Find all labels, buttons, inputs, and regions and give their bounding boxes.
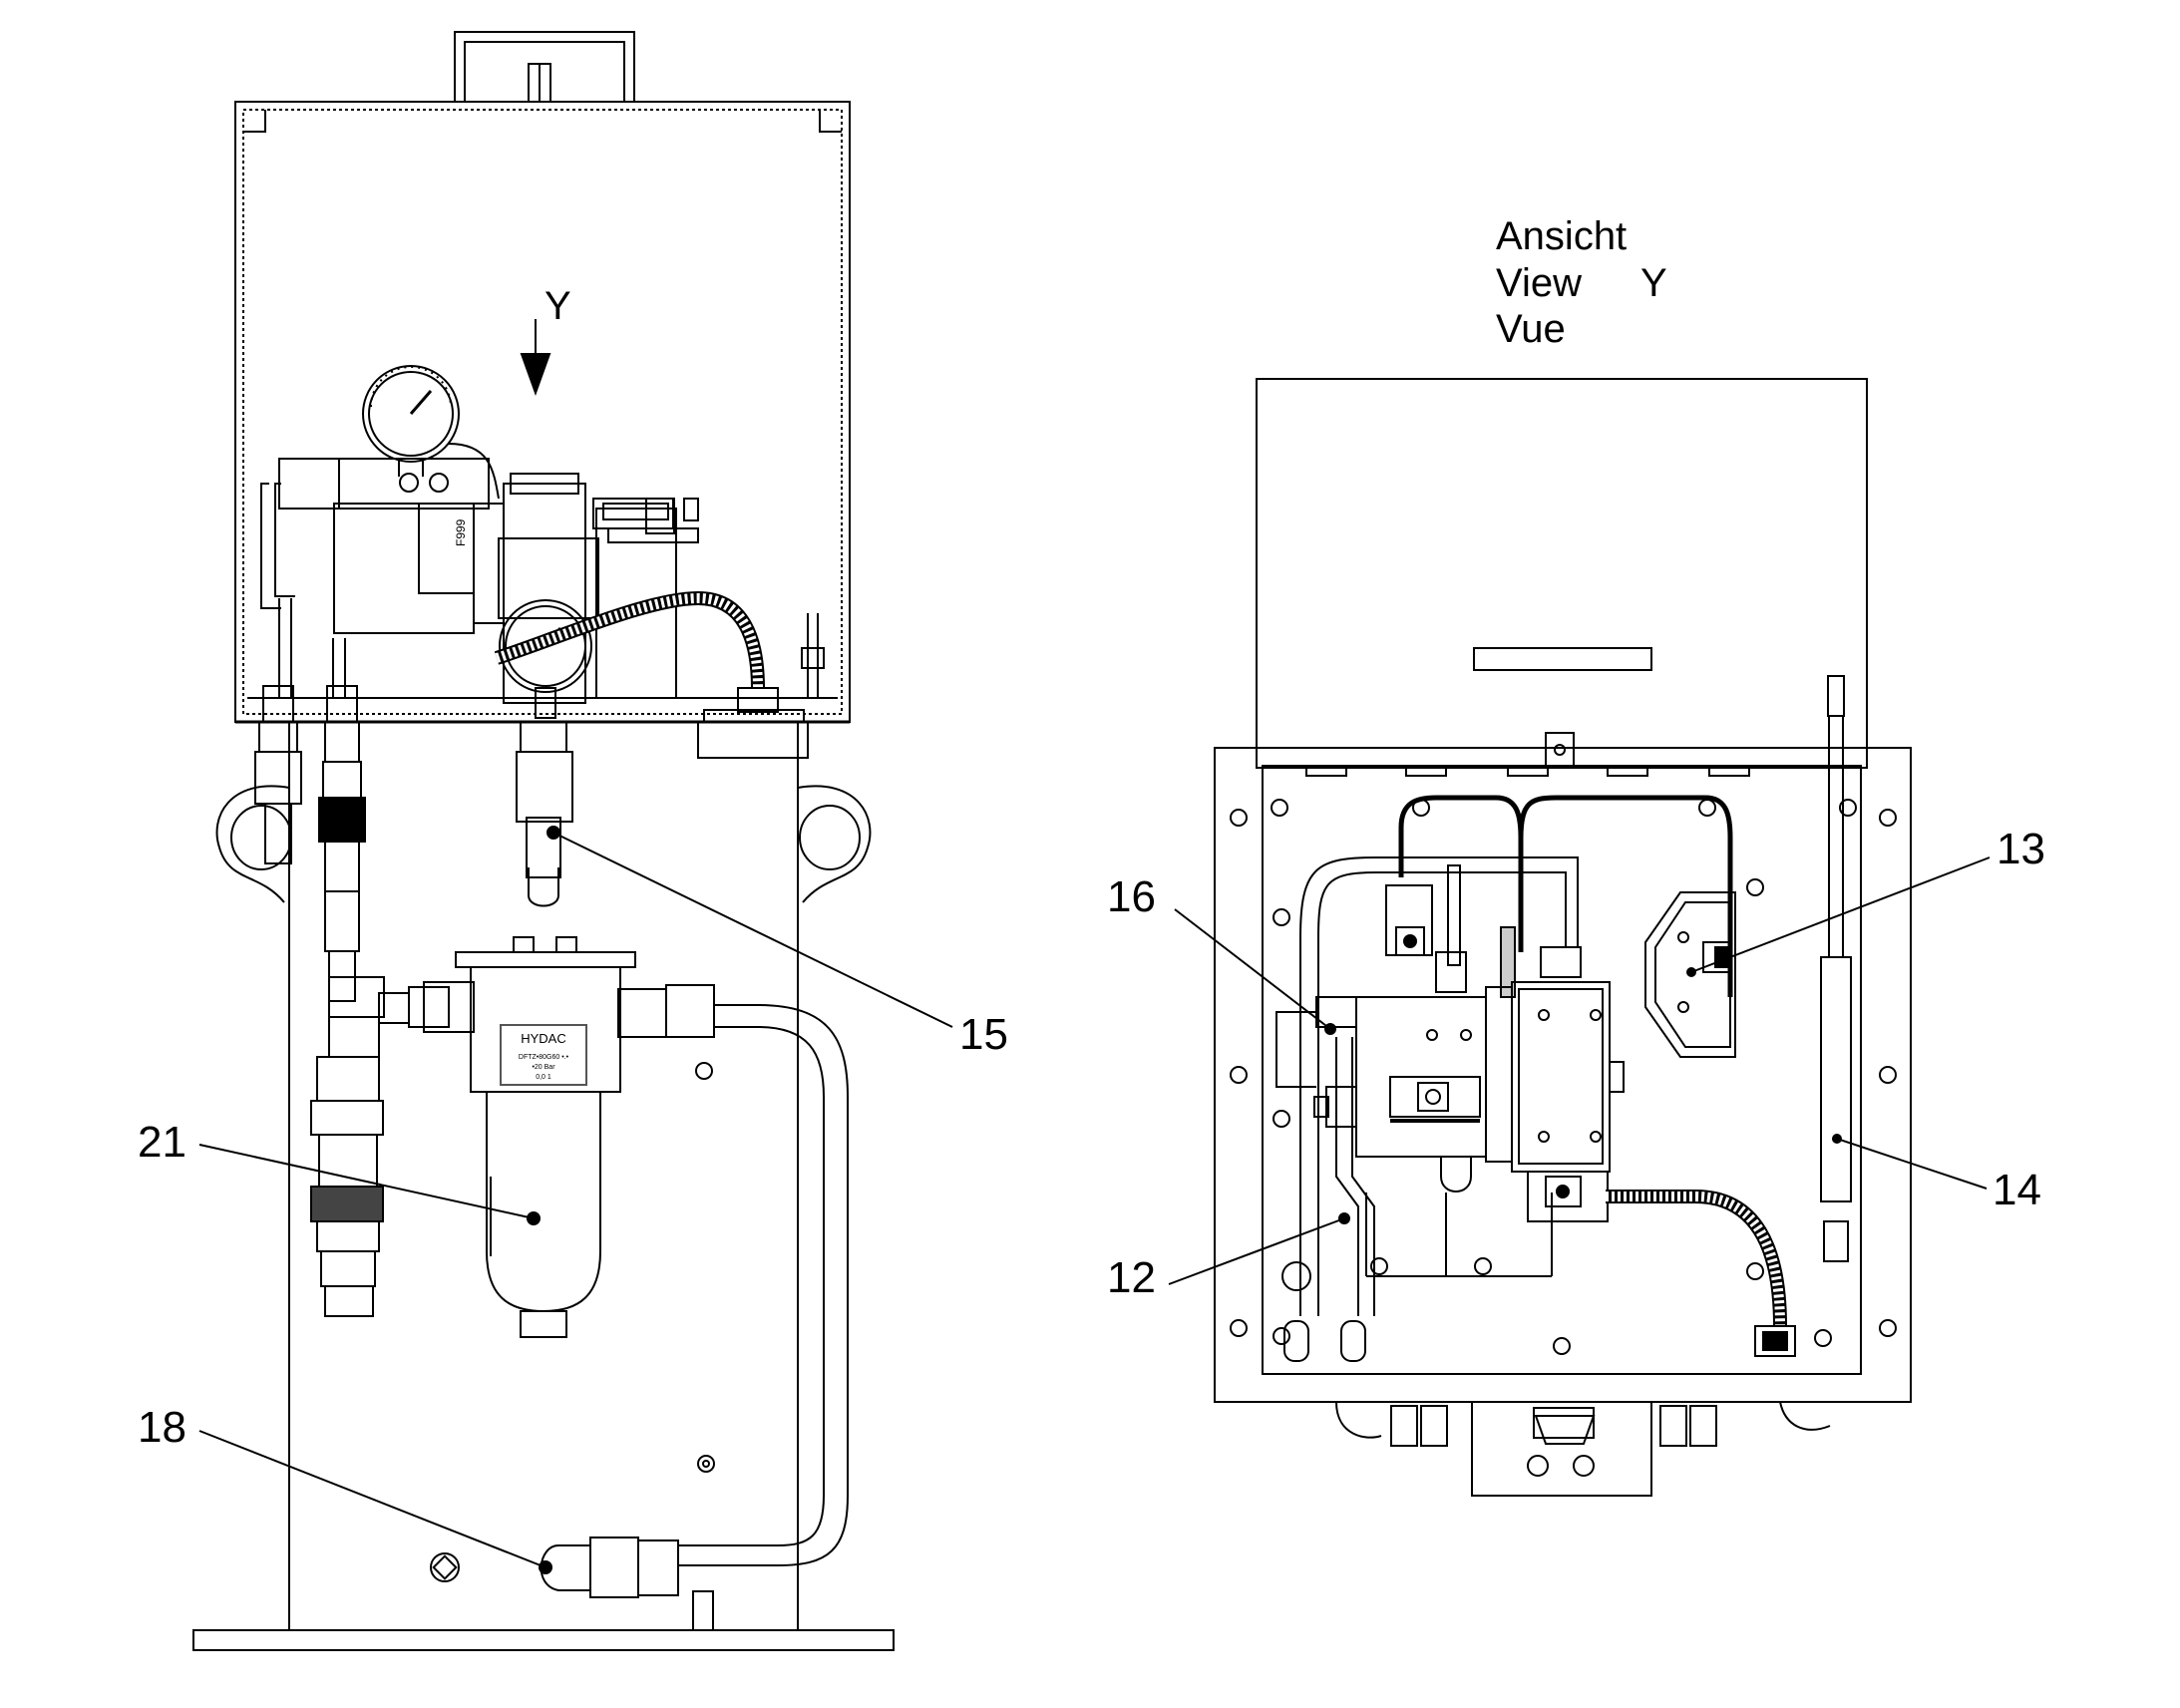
- hydac-line2: •20 Bar: [532, 1064, 555, 1071]
- hydac-line1: DFTZ•80G60 •.•: [519, 1054, 569, 1061]
- pressure-gauge-upper: [363, 366, 459, 477]
- callout-13-label: 13: [1997, 825, 2045, 873]
- braided-hose-right: [1606, 1196, 1795, 1356]
- view-caption-line2: View: [1496, 261, 1582, 305]
- callout-16: 16: [1107, 872, 1335, 1034]
- view-caption-line1: Ansicht: [1496, 214, 1627, 258]
- callout-13: 13: [1691, 825, 2045, 972]
- callout-12-label: 12: [1107, 1253, 1156, 1302]
- callout-15: 15: [547, 827, 1008, 1059]
- top-handle: [455, 32, 634, 102]
- bottom-manifold: [1336, 1402, 1830, 1496]
- valve-block: [1276, 885, 1624, 1221]
- level-indicator: [1821, 676, 1851, 1261]
- bottom-right-fitting: [698, 688, 808, 758]
- callout-15-label: 15: [959, 1010, 1008, 1059]
- braided-hose: [497, 598, 758, 688]
- valve-assembly: F999: [279, 444, 698, 703]
- left-pipes: [261, 484, 824, 698]
- view-caption-line3: Vue: [1496, 307, 1566, 351]
- callout-14: 14: [1837, 1139, 2041, 1214]
- callout-18: 18: [138, 1403, 545, 1567]
- ball-valve: [517, 722, 572, 906]
- cover-lid: [1257, 379, 1867, 768]
- callout-21-label: 21: [138, 1118, 186, 1167]
- hydac-line3: 0,0 1: [536, 1074, 551, 1081]
- callout-12: 12: [1107, 1213, 1349, 1302]
- callout-21: 21: [138, 1118, 534, 1218]
- callout-16-label: 16: [1107, 872, 1156, 921]
- callout-18-label: 18: [138, 1403, 186, 1452]
- arrow-letter-y: Y: [545, 284, 571, 328]
- callout-14-label: 14: [1993, 1166, 2041, 1214]
- view-direction-arrow: Y: [520, 284, 571, 396]
- coupling-left: [255, 686, 301, 863]
- gauge-mark: F999: [454, 518, 468, 546]
- view-y: Ansicht View Vue Y: [1107, 214, 2045, 1496]
- pressure-switch-bracket: [1645, 892, 1735, 1057]
- hydac-brand: HYDAC: [521, 1031, 566, 1046]
- internal-pipes: [1300, 798, 1730, 1316]
- hydac-filter: HYDAC DFTZ•80G60 •.• •20 Bar 0,0 1: [456, 937, 635, 1337]
- pedestal: [193, 722, 894, 1650]
- view-caption-letter: Y: [1640, 261, 1667, 305]
- return-pipe: [540, 1005, 848, 1597]
- coupling-center: [319, 686, 365, 1001]
- filter-inlet-fittings: [311, 977, 714, 1316]
- front-view: Y: [138, 32, 1008, 1650]
- cabinet-housing: [235, 102, 850, 722]
